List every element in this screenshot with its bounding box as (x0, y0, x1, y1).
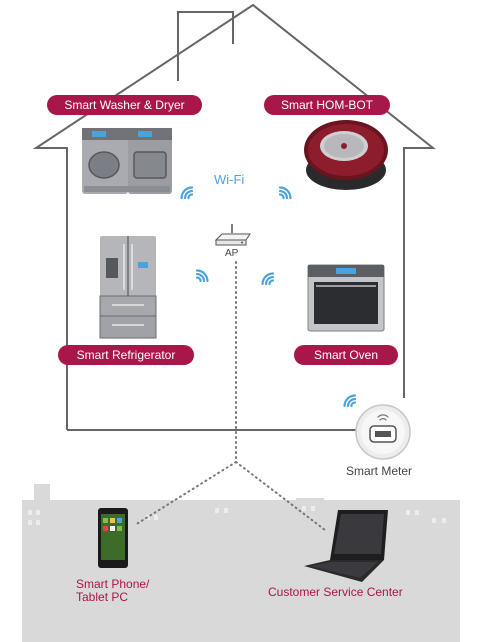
washer-dryer-icon (82, 128, 172, 194)
smart-meter-label: Smart Meter (346, 464, 413, 478)
hombot-label: Smart HOM-BOT (264, 95, 390, 115)
access-point-label: AP (225, 248, 239, 259)
washer-dryer-label: Smart Washer & Dryer (47, 95, 202, 115)
smartphone-icon (98, 508, 128, 568)
smartphone-label-line1: Smart Phone/ (76, 577, 150, 591)
refrigerator-label: Smart Refrigerator (58, 345, 194, 365)
city-windows (28, 506, 446, 525)
chimney (177, 11, 234, 81)
network-lines (134, 261, 326, 531)
wifi-icon (180, 186, 357, 408)
oven-label: Smart Oven (294, 345, 398, 365)
smart-meter-icon (355, 404, 411, 460)
city-skyline (22, 484, 460, 642)
laptop-icon (304, 510, 388, 582)
robot-vacuum-icon (304, 120, 388, 190)
smartphone-label-line2: Tablet PC (76, 590, 129, 604)
access-point-icon (214, 224, 251, 246)
house-outline (32, 3, 436, 430)
refrigerator-icon (99, 236, 157, 339)
oven-icon (307, 264, 385, 332)
smartphone-label: Smart Phone/ Tablet PC (76, 578, 149, 604)
wifi-label: Wi-Fi (214, 172, 245, 187)
customer-service-label: Customer Service Center (268, 585, 403, 599)
